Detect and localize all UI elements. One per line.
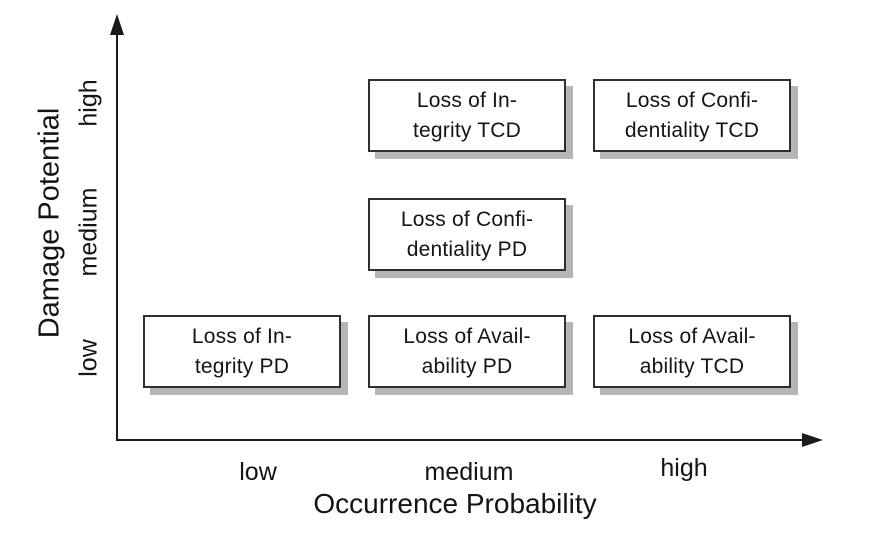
risk-box-loss-integrity-tcd: Loss of In- tegrity TCD — [368, 79, 566, 152]
y-tick-medium: medium — [74, 187, 103, 277]
risk-box-loss-availability-tcd: Loss of Avail- ability TCD — [593, 315, 791, 388]
risk-box-loss-confidentiality-tcd: Loss of Confi- dentiality TCD — [593, 79, 791, 152]
x-axis-title: Occurrence Probability — [313, 488, 597, 519]
y-axis-arrow-icon — [110, 14, 124, 35]
risk-box-label-line2: ability TCD — [639, 354, 745, 378]
risk-box-label-line1: Loss of Avail- — [628, 324, 756, 348]
risk-box-label-line2: dentiality PD — [406, 237, 528, 261]
risk-box-label-line2: dentiality TCD — [624, 118, 760, 142]
risk-box-label-line1: Loss of In- — [191, 324, 293, 348]
x-axis-arrow-icon — [802, 433, 823, 447]
risk-box-label-line1: Loss of Avail- — [403, 324, 531, 348]
y-tick-low: low — [74, 339, 103, 377]
risk-box-loss-availability-pd: Loss of Avail- ability PD — [368, 315, 566, 388]
x-tick-medium: medium — [424, 458, 514, 486]
risk-box-loss-confidentiality-pd: Loss of Confi- dentiality PD — [368, 198, 566, 271]
x-tick-high: high — [660, 454, 708, 482]
risk-box-label-line2: ability PD — [421, 354, 513, 378]
risk-box-label-line1: Loss of In- — [416, 88, 518, 112]
y-axis-title: Damage Potential — [33, 107, 66, 339]
y-tick-high: high — [74, 79, 103, 127]
risk-box-label-line1: Loss of Confi- — [625, 88, 759, 112]
risk-box-label-line2: tegrity TCD — [413, 118, 521, 142]
risk-box-loss-integrity-pd: Loss of In- tegrity PD — [143, 315, 341, 388]
x-tick-low: low — [239, 458, 277, 486]
risk-box-label-line1: Loss of Confi- — [400, 207, 534, 231]
risk-box-label-line2: tegrity PD — [194, 354, 290, 378]
